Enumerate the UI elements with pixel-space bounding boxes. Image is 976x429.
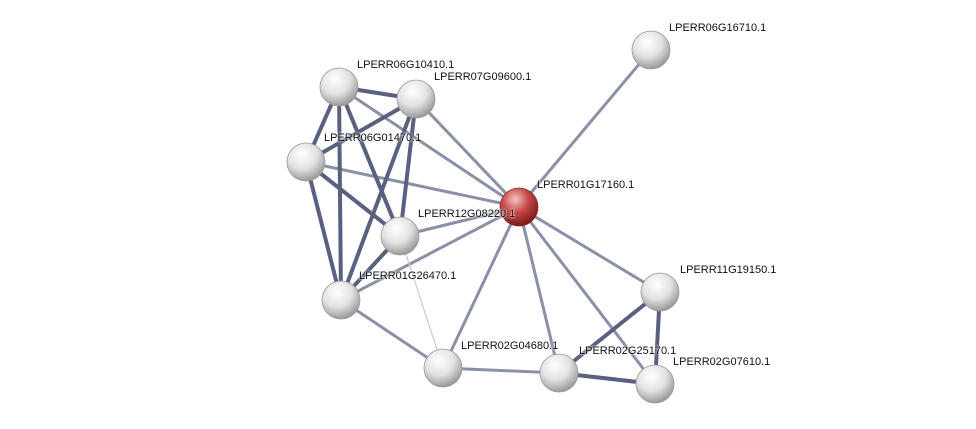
node-LPERR02G25170.1[interactable] <box>539 353 579 393</box>
edge-LPERR07G09600.1-LPERR06G01470.1[interactable] <box>305 97 417 164</box>
node-label[interactable]: LPERR06G01470.1 <box>324 132 422 144</box>
node-label[interactable]: LPERR02G04680.1 <box>461 340 559 352</box>
node-label[interactable]: LPERR02G07610.1 <box>673 356 771 368</box>
edge-LPERR01G17160.1-LPERR02G25170.1[interactable] <box>517 206 561 374</box>
edge-LPERR01G17160.1-LPERR02G07610.1[interactable] <box>517 206 657 385</box>
node-label[interactable]: LPERR01G26470.1 <box>359 270 457 282</box>
node-label[interactable]: LPERR12G08220.1 <box>418 208 516 220</box>
node-LPERR02G07610.1[interactable] <box>635 364 675 404</box>
edge-LPERR01G17160.1-LPERR11G19150.1[interactable] <box>518 205 661 294</box>
edge-LPERR06G01470.1-LPERR12G08220.1[interactable] <box>304 160 402 238</box>
edge-LPERR01G17160.1-LPERR12G08220.1[interactable] <box>399 205 520 238</box>
node-label[interactable]: LPERR01G17160.1 <box>537 179 635 191</box>
edge-LPERR06G01470.1-LPERR01G26470.1[interactable] <box>304 161 343 301</box>
edge-LPERR01G17160.1-LPERR06G16710.1[interactable] <box>517 49 653 208</box>
node-LPERR02G04680.1[interactable] <box>423 348 463 388</box>
node-LPERR06G16710.1[interactable] <box>631 30 671 70</box>
edge-LPERR02G25170.1-LPERR11G19150.1[interactable] <box>557 290 662 375</box>
edge-LPERR07G09600.1-LPERR01G26470.1[interactable] <box>339 98 418 301</box>
node-LPERR07G09600.1[interactable] <box>396 79 436 119</box>
edge-LPERR01G17160.1-LPERR01G26470.1[interactable] <box>340 205 520 302</box>
node-label[interactable]: LPERR02G25170.1 <box>579 345 677 357</box>
node-label[interactable]: LPERR07G09600.1 <box>434 71 532 83</box>
node-LPERR06G01470.1[interactable] <box>286 142 326 182</box>
node-LPERR11G19150.1[interactable] <box>640 272 680 312</box>
edge-LPERR01G26470.1-LPERR02G04680.1[interactable] <box>340 298 444 370</box>
node-LPERR12G08220.1[interactable] <box>380 216 420 256</box>
edge-LPERR06G10410.1-LPERR12G08220.1[interactable] <box>337 86 402 237</box>
edge-LPERR06G10410.1-LPERR01G26470.1[interactable] <box>337 86 343 301</box>
edge-LPERR07G09600.1-LPERR12G08220.1[interactable] <box>398 98 418 237</box>
edge-LPERR01G17160.1-LPERR07G09600.1[interactable] <box>414 97 521 209</box>
edge-LPERR01G17160.1-LPERR02G04680.1[interactable] <box>441 206 521 369</box>
node-label[interactable]: LPERR06G16710.1 <box>669 22 767 34</box>
edge-LPERR12G08220.1-LPERR02G04680.1[interactable] <box>399 235 444 369</box>
edge-LPERR01G17160.1-LPERR06G10410.1[interactable] <box>338 85 520 209</box>
node-label[interactable]: LPERR11G19150.1 <box>680 264 777 276</box>
node-LPERR06G10410.1[interactable] <box>319 67 359 107</box>
node-label[interactable]: LPERR06G10410.1 <box>357 59 455 71</box>
node-LPERR01G26470.1[interactable] <box>321 280 361 320</box>
node-LPERR01G17160.1[interactable] <box>499 187 539 227</box>
